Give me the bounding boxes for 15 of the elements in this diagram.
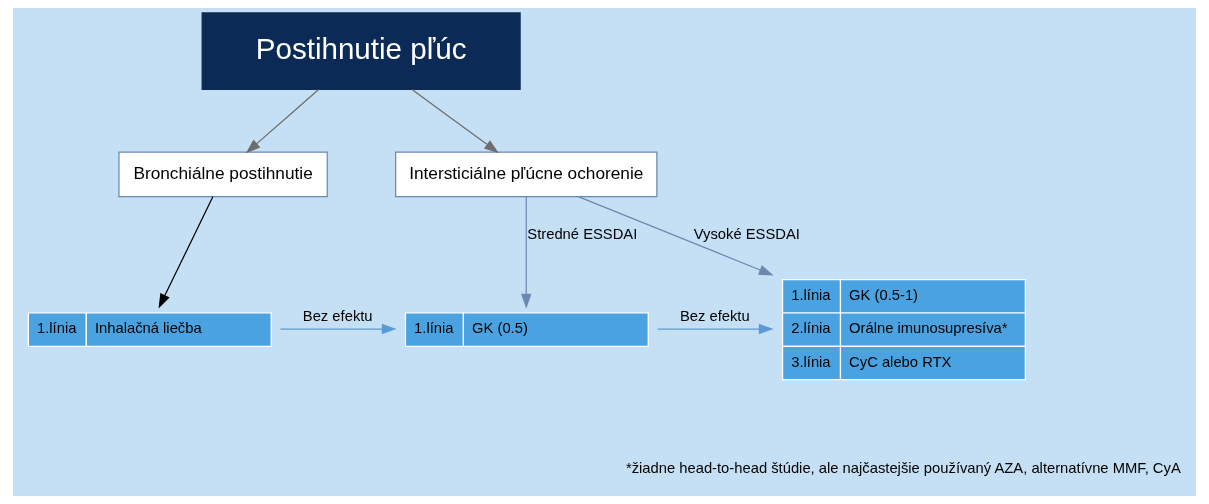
arrow (158, 196, 214, 309)
node-box: Bronchiálne postihnutie (118, 151, 328, 198)
label: *žiadne head-to-head štúdie, ale najčastejšie používaný AZA, alternatívne MMF, CyA (625, 459, 1181, 476)
node-box: Intersticiálne pľúcne ochorenie (395, 151, 658, 198)
edge-label: Bez efektu (679, 308, 750, 325)
arrow (279, 323, 397, 335)
arrow (411, 88, 499, 154)
arrow (245, 88, 320, 154)
node-box: Postihnutie pľúc (201, 12, 521, 90)
edge-label: Bez efektu (302, 308, 373, 325)
arrow (577, 196, 774, 276)
edge-label: Vysoké ESSDAI (693, 226, 800, 243)
arrow (657, 323, 774, 335)
arrow (521, 196, 532, 309)
edge-label: Stredné ESSDAI (527, 226, 638, 243)
